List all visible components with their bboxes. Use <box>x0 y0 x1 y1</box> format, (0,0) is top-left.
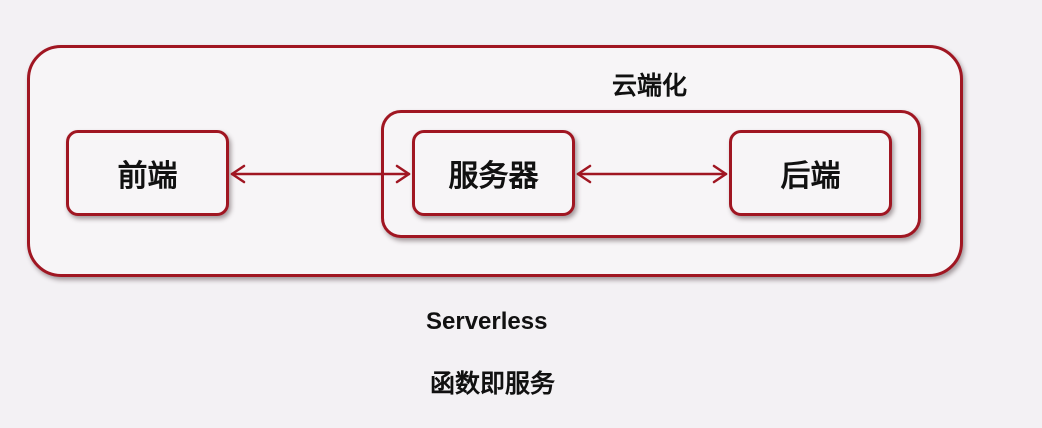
backend-node: 后端 <box>729 130 892 216</box>
backend-node-label: 后端 <box>780 159 841 194</box>
frontend-node-label: 前端 <box>117 159 178 194</box>
server-backend-arrow <box>576 164 728 184</box>
server-node-label: 服务器 <box>448 159 539 194</box>
serverless-caption: Serverless <box>426 308 548 335</box>
frontend-server-arrow <box>230 164 411 184</box>
faas-caption: 函数即服务 <box>430 369 556 398</box>
cloud-label: 云端化 <box>612 71 688 100</box>
frontend-node: 前端 <box>66 130 229 216</box>
server-node: 服务器 <box>412 130 575 216</box>
